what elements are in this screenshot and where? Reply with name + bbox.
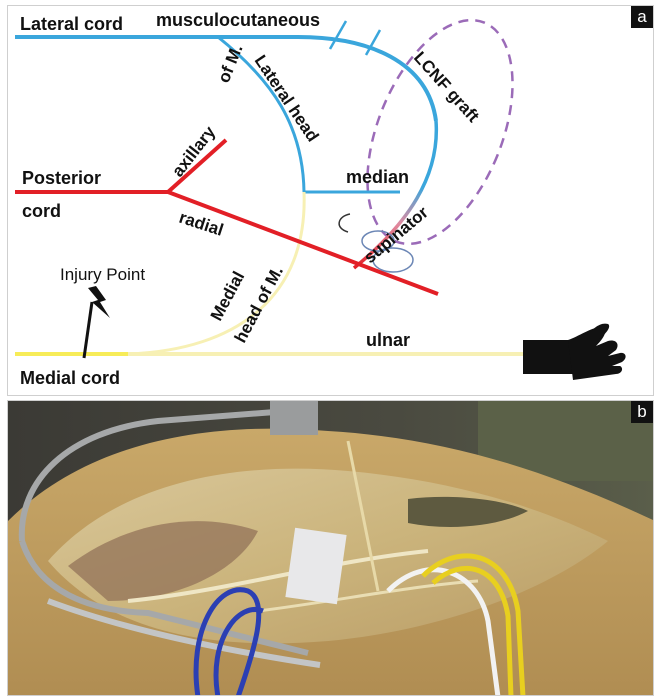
label-median: median	[346, 167, 409, 187]
dissection-photo	[8, 401, 654, 696]
label-posterior: Posterior	[22, 168, 101, 188]
label-cord: cord	[22, 201, 61, 221]
nerve-diagram: Lateral cord musculocutaneous Lateral he…	[8, 6, 654, 396]
hand-icon	[523, 324, 626, 380]
injury-bolt-tail	[84, 302, 92, 358]
panel-a-letter: a	[631, 6, 653, 28]
panel-b-photo: b	[7, 400, 654, 696]
panel-a-diagram: Lateral cord musculocutaneous Lateral he…	[7, 5, 654, 396]
label-injury-point: Injury Point	[60, 265, 145, 284]
label-supinator: supinator	[360, 202, 432, 267]
supinator-loop	[339, 214, 350, 232]
musculocutaneous-branch-1	[330, 21, 346, 49]
retractor-fork	[270, 401, 318, 435]
label-lateral-cord: Lateral cord	[20, 14, 123, 34]
paper-tag	[285, 528, 346, 605]
label-medial-cord: Medial cord	[20, 368, 120, 388]
label-ulnar: ulnar	[366, 330, 410, 350]
label-musculocutaneous: musculocutaneous	[156, 10, 320, 30]
panel-b-letter: b	[631, 401, 653, 423]
label-lcnf-graft: LCNF graft	[410, 48, 483, 126]
label-lateral-head: Lateral head	[251, 52, 323, 146]
graft-region-outline	[338, 6, 541, 265]
label-of-m: of M.	[214, 42, 246, 86]
